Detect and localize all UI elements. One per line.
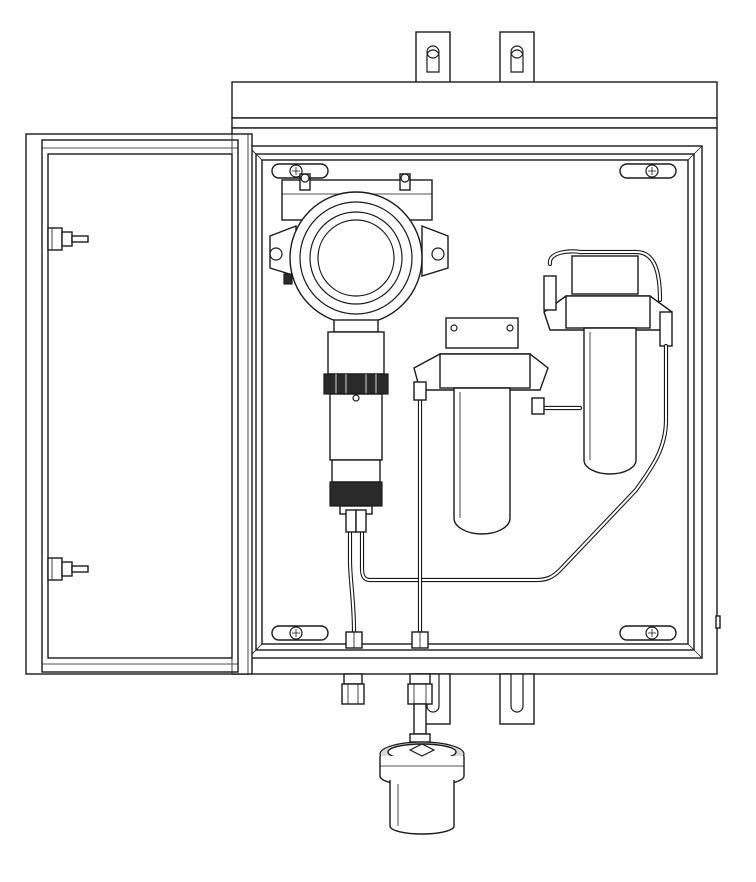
mounting-tab-top-left [415,31,451,85]
inlet-fitting-external [341,673,365,705]
mounting-slot [271,625,329,641]
tubing [345,249,669,635]
inlet-fitting [345,631,363,649]
enclosure-top-hood [231,81,718,129]
latch-top [47,227,89,251]
latch-bottom [47,557,89,581]
filter-canister [543,255,673,475]
mounting-slot [619,625,677,641]
outlet-fitting [411,631,429,649]
hinged-door [25,133,253,675]
calibration-cup [379,741,465,835]
outlet-fitting-external [407,673,433,743]
mounting-slot [619,163,677,179]
mounting-tab-top-right [499,31,535,85]
mounting-tab-bottom-right [499,673,535,725]
gas-detector [269,191,449,333]
filter-canister [413,317,549,535]
sensor-housing [323,331,389,515]
